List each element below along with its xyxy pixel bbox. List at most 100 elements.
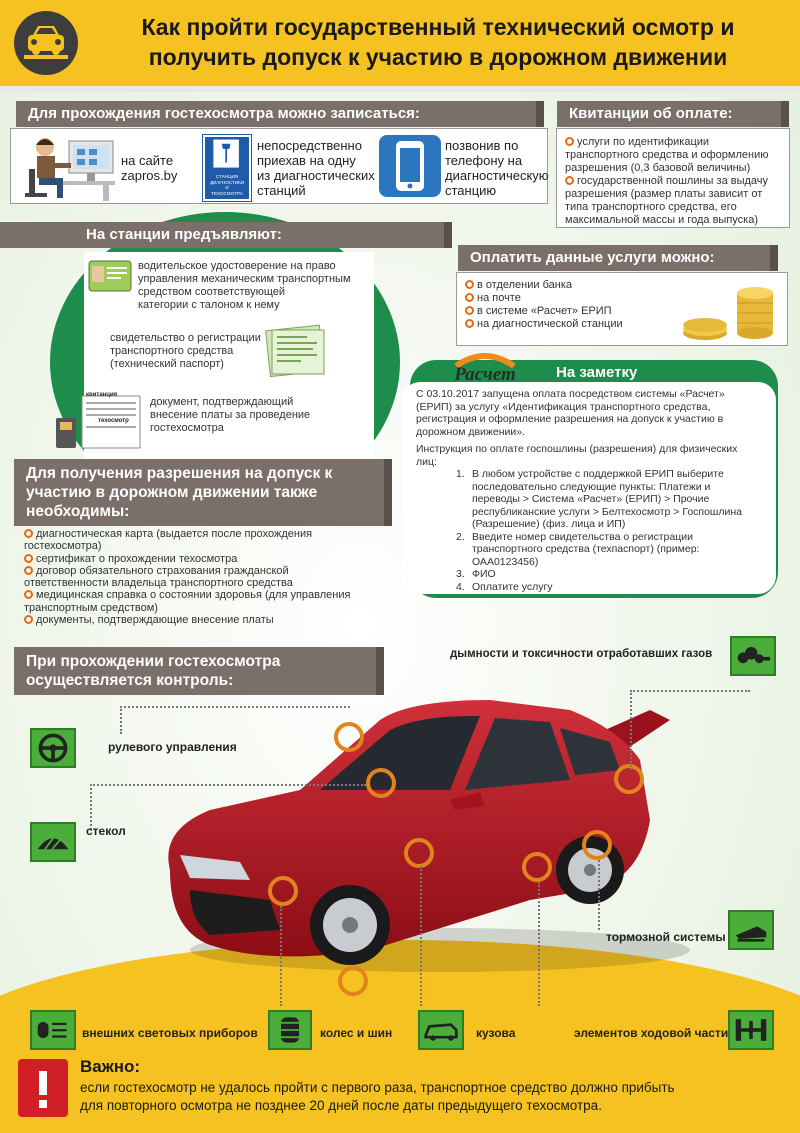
raschet-logo-text: Расчет bbox=[454, 364, 516, 385]
car-body-icon bbox=[418, 1010, 464, 1050]
registration-box: на сайте zapros.by СТАНЦИЯ ДИАГНОСТИКИ И… bbox=[10, 128, 549, 204]
permit-banner-line-2: участию в дорожном движении также bbox=[26, 484, 318, 501]
header-divider bbox=[0, 86, 800, 92]
note-para-1-line-1: С 03.10.2017 запущена оплата посредством… bbox=[416, 388, 725, 400]
payment-receipt-icon: квитанция техосмотр bbox=[54, 392, 146, 454]
bullet-icon bbox=[465, 306, 474, 315]
step-3-text: ФИО bbox=[472, 568, 496, 580]
bullet-icon bbox=[565, 176, 574, 185]
steering-label: рулевого управления bbox=[108, 740, 237, 754]
phone-text: позвонив по телефону на диагностическую … bbox=[445, 138, 549, 198]
note-para-1-line-2: (ЕРИП) за услугу «Идентификация транспор… bbox=[416, 400, 711, 413]
station-sign-line-3: И bbox=[225, 185, 229, 191]
direct-text: непосредственно приехав на одну из диагн… bbox=[257, 138, 375, 198]
brake-pedal-icon bbox=[728, 910, 774, 950]
step-4-text: Оплатите услугу bbox=[472, 580, 553, 593]
smoke-leader bbox=[630, 690, 750, 770]
station-sign-icon: СТАНЦИЯ ДИАГНОСТИКИ И ТЕХОСМОТРА bbox=[202, 134, 252, 202]
receipts-box: услуги по идентификации транспортного ср… bbox=[556, 128, 790, 228]
site-line-1: на сайте bbox=[121, 153, 174, 168]
station-banner: На станции предъявляют: bbox=[0, 222, 452, 248]
station-sign-line-1: СТАНЦИЯ bbox=[215, 174, 239, 179]
front-wheel-marker-ring bbox=[338, 966, 368, 996]
bullet-icon bbox=[24, 590, 33, 600]
station-docs-panel: водительское удостоверение на право упра… bbox=[56, 252, 374, 464]
bullet-icon bbox=[24, 615, 33, 625]
glass-label: стекол bbox=[86, 824, 126, 838]
bullet-icon bbox=[24, 565, 33, 575]
chassis-leader bbox=[538, 882, 540, 1006]
bullet-icon bbox=[465, 280, 474, 289]
phone-line-2: телефону на bbox=[445, 153, 523, 168]
direct-line-3: из диагностических bbox=[257, 168, 375, 183]
control-banner: При прохождении гостехосмотра осуществля… bbox=[14, 647, 384, 695]
smoke-label: дымности и токсичности отработавших газо… bbox=[450, 648, 713, 660]
site-text: на сайте zapros.by bbox=[121, 153, 177, 183]
permit-3-line-2: ответственности владельца транспортного … bbox=[24, 577, 293, 590]
note-para-2-line-1: Инструкция по оплате госпошлины (разреше… bbox=[416, 443, 738, 455]
step-2-number: 2. bbox=[456, 530, 465, 543]
direct-line-1: непосредственно bbox=[257, 138, 362, 153]
steering-wheel-icon bbox=[30, 728, 76, 768]
title-line-1: Как пройти государственный технический о… bbox=[141, 14, 735, 40]
page-title: Как пройти государственный технический о… bbox=[88, 12, 788, 72]
direct-line-4: станций bbox=[257, 183, 306, 198]
payment-item-4: на диагностической станции bbox=[477, 318, 623, 330]
step-2-line-1: Введите номер свидетельства о регистраци… bbox=[472, 530, 693, 543]
control-banner-line-2: осуществляется контроль: bbox=[26, 672, 234, 689]
doc-2-line-2: транспортного средства bbox=[110, 345, 234, 357]
raschet-logo: Расчет bbox=[446, 352, 524, 386]
permit-1-line-1: диагностическая карта (выдается после пр… bbox=[36, 528, 313, 540]
doc-1-line-4: категории с талоном к нему bbox=[138, 299, 280, 311]
receipt-2-line-2: разрешения (размер платы зависит от bbox=[565, 188, 763, 200]
receipt-1-line-3: разрешения (0,3 базовой величины) bbox=[565, 162, 751, 174]
rear-wheel-marker-ring bbox=[582, 830, 612, 860]
important-line-2: для повторного осмотра не позднее 20 дне… bbox=[80, 1098, 602, 1113]
payment-banner: Оплатить данные услуги можно: bbox=[458, 245, 778, 271]
note-title: На заметку bbox=[556, 364, 638, 381]
important-title: Важно: bbox=[80, 1057, 141, 1076]
important-footer: Важно: если гостехосмотр не удалось прой… bbox=[0, 1053, 800, 1133]
permit-1-line-2: гостехосмотра) bbox=[24, 540, 102, 553]
receipt-2-line-3: типа транспортного средства, его bbox=[565, 201, 737, 213]
coins-icon bbox=[675, 279, 781, 343]
step-2-line-2: транспортного средства (техпаспорт) (при… bbox=[472, 543, 700, 555]
receipt-1-line-2: транспортного средства и оформлению bbox=[565, 149, 769, 161]
permit-5: документы, подтверждающие внесение платы bbox=[36, 614, 274, 627]
header: Как пройти государственный технический о… bbox=[0, 0, 800, 86]
headlight-icon bbox=[30, 1010, 76, 1050]
chassis-marker-ring bbox=[522, 852, 552, 882]
step-3-number: 3. bbox=[456, 568, 465, 580]
note-content: С 03.10.2017 запущена оплата посредством… bbox=[402, 382, 776, 594]
chassis-axle-icon bbox=[728, 1010, 774, 1050]
brakes-label: тормозной системы bbox=[606, 930, 726, 944]
permit-banner-line-3: необходимы: bbox=[26, 503, 130, 520]
body-label: кузова bbox=[476, 1026, 516, 1040]
receipt-label: квитанция bbox=[86, 392, 118, 398]
doc-2-line-3: (технический паспорт) bbox=[110, 358, 224, 370]
person-at-computer-icon bbox=[19, 133, 117, 201]
glass-marker-ring bbox=[366, 768, 396, 798]
doc-1-text: водительское удостоверение на право упра… bbox=[138, 260, 351, 312]
site-link[interactable]: zapros.by bbox=[121, 168, 178, 183]
lights-leader bbox=[280, 906, 282, 1006]
steering-marker-ring bbox=[334, 722, 364, 752]
driver-license-icon bbox=[88, 260, 132, 292]
permit-2: сертификат о прохождении техосмотра bbox=[36, 552, 238, 565]
receipt-label-2: техосмотр bbox=[98, 418, 129, 424]
step-1-line-5: (Разрешение) (физ. лица и ИП) bbox=[472, 518, 626, 530]
payment-box: в отделении банка на почте в системе «Ра… bbox=[456, 272, 788, 346]
payment-item-2: на почте bbox=[477, 292, 521, 304]
note-para-1-line-3: регистрация и оформление разрешения на д… bbox=[416, 413, 724, 425]
note-para-2-line-2: лиц: bbox=[416, 455, 437, 468]
windshield-icon bbox=[30, 822, 76, 862]
phone-line-4: станцию bbox=[445, 183, 497, 198]
payment-item-1: в отделении банка bbox=[477, 279, 572, 291]
warning-icon bbox=[18, 1059, 68, 1117]
registration-banner: Для прохождения гостехосмотра можно запи… bbox=[16, 101, 544, 127]
important-line-1: если гостехосмотр не удалось пройти с пе… bbox=[80, 1080, 675, 1095]
doc-1-line-3: средством соответствующей bbox=[138, 286, 286, 298]
bullet-icon bbox=[465, 293, 474, 302]
receipt-2-line-1: государственной пошлины за выдачу bbox=[577, 175, 769, 187]
